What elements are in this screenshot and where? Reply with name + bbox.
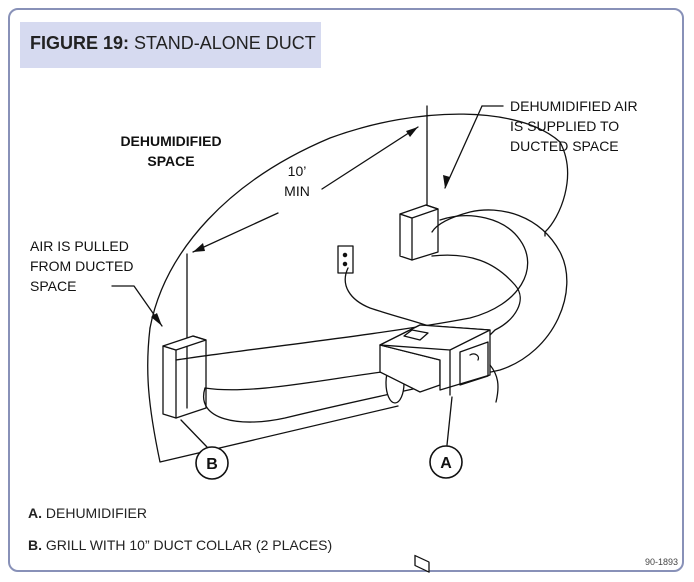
wall-side-edge xyxy=(147,327,399,463)
dehumidifier-top xyxy=(379,324,491,351)
dimension-arrow-lower xyxy=(192,212,279,253)
wall-outline xyxy=(149,113,569,329)
arrowhead-lower xyxy=(193,243,205,252)
grill-left-side xyxy=(175,335,207,419)
return-leader xyxy=(111,285,163,327)
distance-label: 10’ MIN xyxy=(284,163,310,199)
duct-upper-edge xyxy=(175,215,529,361)
dehumidified-space-label: DEHUMIDIFIED SPACE xyxy=(120,133,222,169)
drain-hose xyxy=(489,364,499,403)
dehumidifier-control-panel xyxy=(403,329,429,341)
arrowhead-supply xyxy=(443,175,450,188)
supply-leader-arrow xyxy=(444,105,483,189)
dimension-arrow-upper xyxy=(321,126,419,190)
duct-inner-upper xyxy=(431,254,521,336)
figure-number: FIGURE 19: xyxy=(30,33,130,53)
callout-a-leader xyxy=(446,396,453,446)
figure-title: FIGURE 19: STAND-ALONE DUCT xyxy=(20,22,321,68)
arrowhead-upper xyxy=(406,127,418,137)
callout-b-letter: B xyxy=(206,456,218,473)
callout-a-circle xyxy=(429,445,463,479)
grill-right-side xyxy=(411,204,439,261)
wall-outlet xyxy=(337,245,354,274)
duct-inner-lower xyxy=(204,371,383,391)
duct-lower-edge xyxy=(202,209,568,423)
dehumidifier-vent xyxy=(459,341,489,386)
callout-b-leader xyxy=(180,419,208,448)
callout-b-circle xyxy=(195,446,229,480)
arrowhead-return xyxy=(151,313,162,326)
figure-title-text: STAND-ALONE DUCT xyxy=(134,33,316,53)
drawing-code: 90-1893 xyxy=(644,557,678,567)
figure-frame xyxy=(8,8,684,572)
legend-item-b: B. GRILL WITH 10” DUCT COLLAR (2 PLACES) xyxy=(28,537,333,553)
power-cord xyxy=(344,267,446,333)
grill-right-front xyxy=(399,213,413,261)
legend-item-a: A. DEHUMIDIFIER xyxy=(28,505,148,521)
return-air-label: AIR IS PULLED FROM DUCTED SPACE xyxy=(30,238,134,294)
grill-left-front xyxy=(162,345,177,419)
supply-air-label: DEHUMIDIFIED AIR IS SUPPLIED TO DUCTED S… xyxy=(510,98,638,154)
callout-a-letter: A xyxy=(440,455,452,472)
